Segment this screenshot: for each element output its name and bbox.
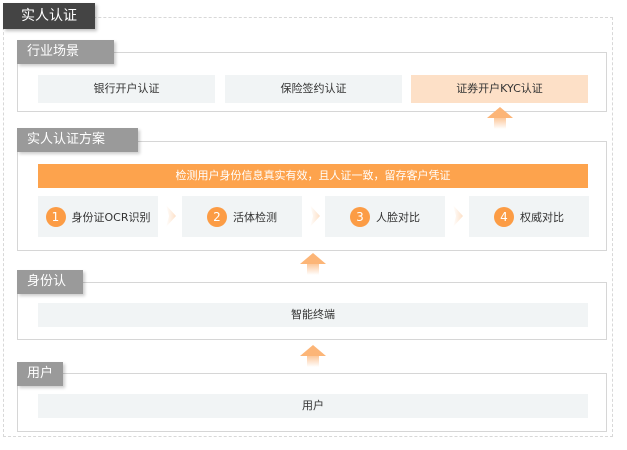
user-item: 用户 xyxy=(38,394,588,418)
step-label: 人脸对比 xyxy=(376,210,420,224)
solution-banner: 检测用户身份信息真实有效，且人证一致，留存客户凭证 xyxy=(38,164,588,188)
arrow-up-icon xyxy=(487,107,513,129)
step-number: 1 xyxy=(45,206,66,227)
step-number: 4 xyxy=(494,206,514,227)
identity-item: 智能终端 xyxy=(38,303,588,327)
step-number: 2 xyxy=(207,206,227,227)
arrow-up-icon xyxy=(300,253,326,275)
industry-item-highlighted: 证券开户KYC认证 xyxy=(411,75,588,103)
step-3: 3 人脸对比 xyxy=(325,196,445,237)
industry-item: 银行开户认证 xyxy=(38,75,215,103)
step-2: 2 活体检测 xyxy=(182,196,302,237)
industry-tab: 行业场景 xyxy=(17,40,114,64)
industry-item: 保险签约认证 xyxy=(225,75,402,103)
user-tab: 用户 xyxy=(17,362,63,386)
step-number: 3 xyxy=(350,206,370,227)
step-label: 活体检测 xyxy=(233,210,277,224)
solution-tab: 实人认证方案 xyxy=(17,128,138,152)
arrow-up-icon xyxy=(300,345,326,367)
step-label: 权威对比 xyxy=(520,210,564,224)
identity-tab: 身份认证 xyxy=(17,270,83,313)
chevron-right-icon xyxy=(166,205,176,227)
step-4: 4 权威对比 xyxy=(469,196,589,237)
chevron-right-icon xyxy=(310,205,320,227)
step-1: 1 身份证OCR识别 xyxy=(38,196,158,237)
step-label: 身份证OCR识别 xyxy=(71,210,151,224)
chevron-right-icon xyxy=(453,205,463,227)
diagram-title: 实人认证 xyxy=(3,3,95,29)
diagram-frame xyxy=(3,17,613,437)
